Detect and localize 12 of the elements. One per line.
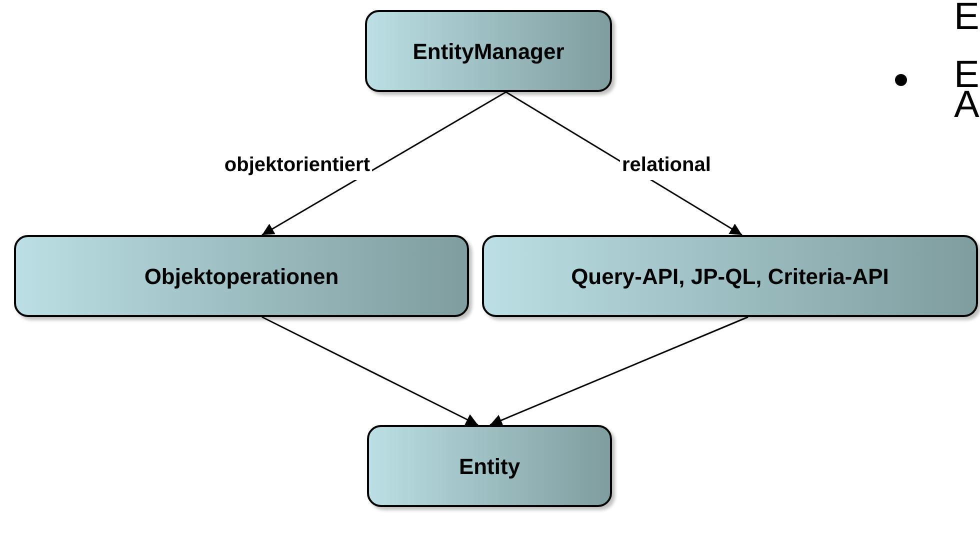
arrow [490,316,748,426]
arrow [262,316,478,426]
box-label: Entity [458,452,520,481]
process-box [365,10,612,92]
slide-text: E [954,0,980,36]
box-label: Objektoperationen [144,262,339,291]
process-box [482,235,978,317]
box-label: EntityManager [412,38,564,66]
box-label: Query-API, JP-QL, Criteria-API [571,262,889,291]
process-box [367,425,612,507]
process-box [14,235,469,317]
arrow [262,91,506,236]
